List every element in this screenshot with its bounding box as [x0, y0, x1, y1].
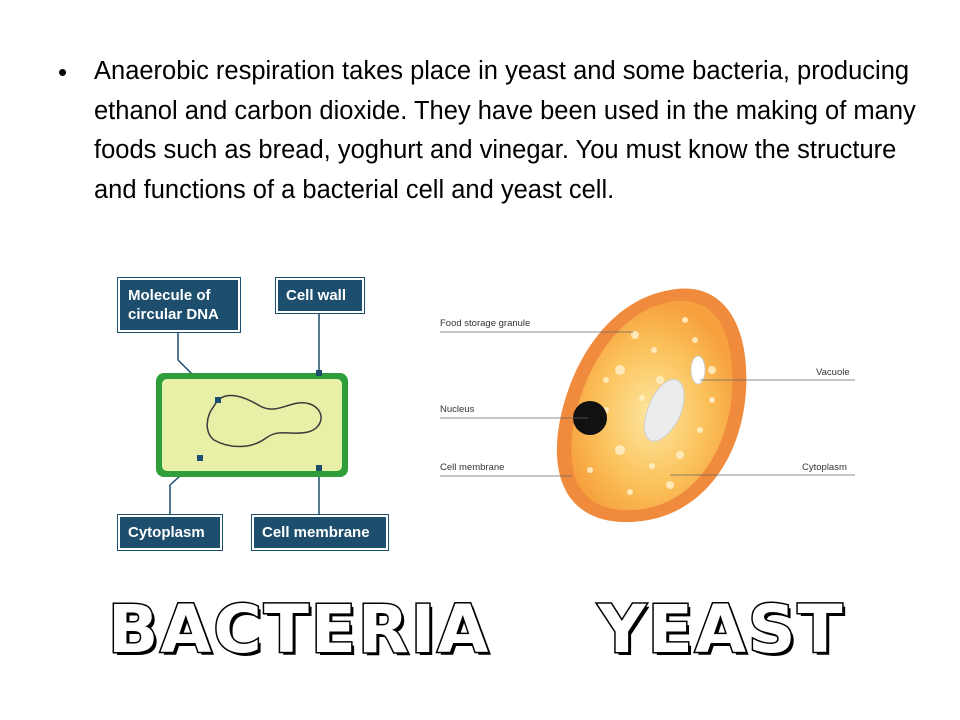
yeast-vacuole-small — [690, 355, 706, 385]
label-food-storage-granule: Food storage granule — [440, 318, 531, 329]
label-cell-wall: Cell wall — [275, 277, 365, 314]
label-nucleus: Nucleus — [440, 404, 475, 415]
label-vacuole: Vacuole — [816, 367, 850, 378]
yeast-cell-illustration — [440, 288, 855, 523]
yeast-nucleus — [573, 401, 607, 435]
label-yeast-cell-membrane: Cell membrane — [440, 462, 505, 473]
bullet-symbol: • — [58, 57, 68, 87]
yeast-diagram: Food storage granule Vacuole Nucleus Cel… — [430, 280, 870, 530]
bullet-text: Anaerobic respiration takes place in yea… — [94, 57, 916, 204]
caption-bacteria: BACTERIA — [106, 590, 491, 670]
bullet-paragraph: • Anaerobic respiration takes place in y… — [58, 52, 918, 210]
bacteria-cell-illustration — [156, 310, 348, 515]
label-cell-membrane: Cell membrane — [251, 514, 389, 551]
label-yeast-cytoplasm: Cytoplasm — [802, 462, 847, 473]
bacteria-diagram: Molecule of circular DNA Cell wall Cytop… — [110, 270, 400, 555]
bacteria-dna — [206, 394, 322, 448]
caption-yeast: YEAST — [597, 590, 845, 670]
yeast-vacuole-large — [644, 379, 685, 442]
label-cytoplasm: Cytoplasm — [117, 514, 223, 551]
bacteria-cytoplasm — [162, 379, 342, 471]
label-circular-dna: Molecule of circular DNA — [117, 277, 241, 333]
